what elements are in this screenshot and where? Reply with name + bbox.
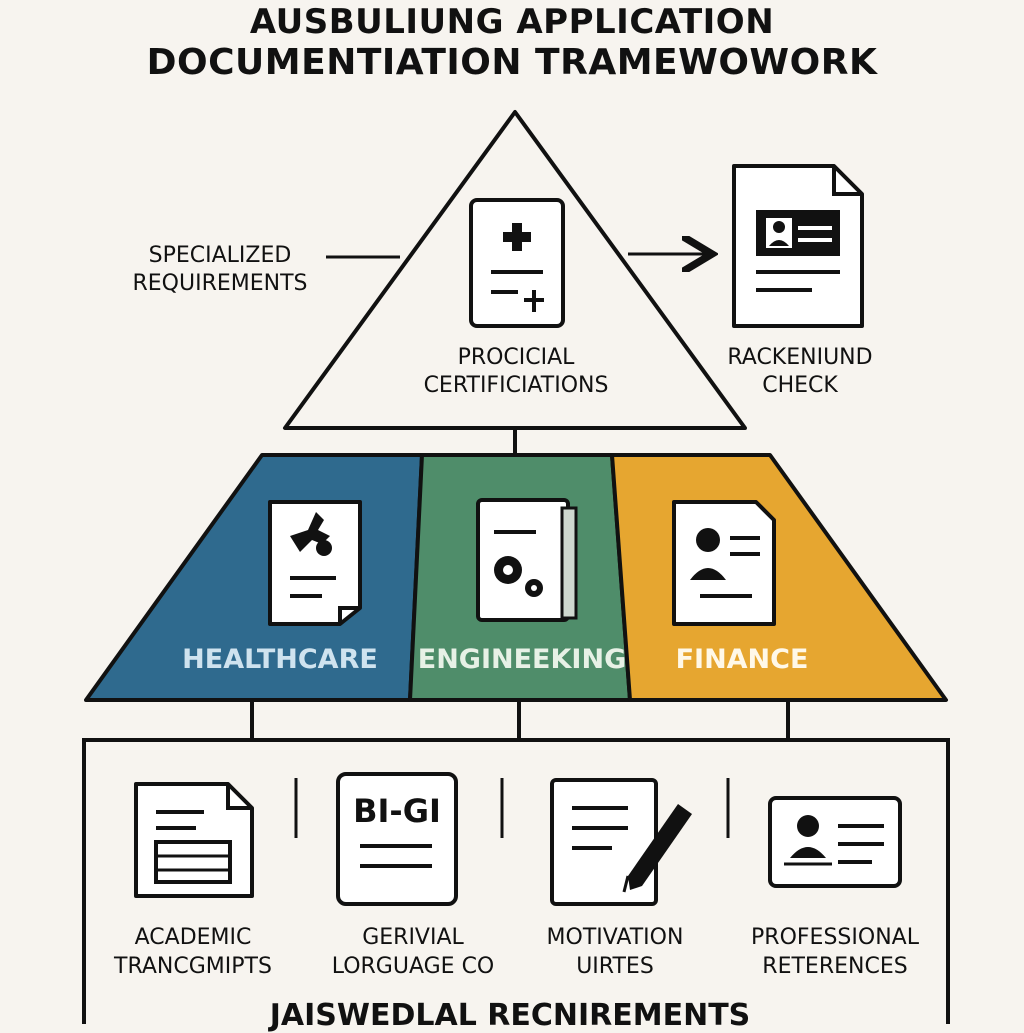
apex-label: PROCICIAL CERTIFICIATIONS — [376, 344, 656, 399]
specialized-label-line2: REQUIREMENTS — [132, 270, 308, 296]
profile-document-icon — [672, 500, 776, 626]
base-title: JAISWEDLAL RECNIREMENTS — [269, 998, 751, 1033]
base-item-language: GERIVIAL LORGUAGE CO — [318, 924, 508, 981]
transcript-icon — [134, 782, 254, 898]
language-certificate-icon: BI-GI — [336, 772, 458, 906]
specialized-label-line1: SPECIALIZED — [148, 243, 292, 268]
language-badge: BI-GI — [353, 792, 441, 830]
specialized-requirements-label: SPECIALIZED REQUIREMENTS — [96, 242, 344, 297]
base-item-2-line2: LORGUAGE CO — [331, 953, 495, 979]
band-label-finance: FINANCE — [675, 644, 809, 675]
base-item-motivation: MOTIVATION UIRTES — [520, 924, 710, 981]
reference-card-icon — [768, 796, 902, 888]
base-item-academic: ACADEMIC TRANCGMIPTS — [98, 924, 288, 981]
band-label-engineering: ENGINEEKING — [417, 644, 627, 675]
background-check-label: RACKENIUND CHECK — [700, 344, 900, 399]
base-item-1-line1: ACADEMIC — [134, 925, 252, 950]
base-item-references: PROFESSIONAL RETERENCES — [740, 924, 930, 981]
base-item-4-line1: PROFESSIONAL — [751, 925, 919, 950]
background-label-line1: RACKENIUND — [727, 345, 873, 370]
motivation-letter-pen-icon — [550, 778, 692, 906]
base-item-1-line2: TRANCGMIPTS — [114, 953, 272, 979]
base-item-4-line2: RETERENCES — [762, 953, 908, 979]
band-label-healthcare: HEALTHCARE — [182, 644, 378, 675]
apex-label-line2: CERTIFICIATIONS — [423, 372, 609, 398]
diagram-title-line2: DOCUMENTIATION TRAMEWOWORK — [146, 42, 878, 83]
base-item-2-line1: GERIVIAL — [362, 925, 464, 950]
medical-certificate-icon — [469, 198, 565, 328]
id-document-icon — [732, 164, 864, 328]
base-item-3-line2: UIRTES — [576, 953, 654, 979]
background-label-line2: CHECK — [762, 372, 838, 398]
medical-document-icon — [268, 500, 362, 626]
apex-label-line1: PROCICIAL — [457, 345, 575, 370]
base-item-3-line1: MOTIVATION — [546, 925, 684, 950]
gear-document-icon — [476, 498, 578, 622]
diagram-title-line1: AUSBULIUNG APPLICATION — [249, 2, 775, 42]
